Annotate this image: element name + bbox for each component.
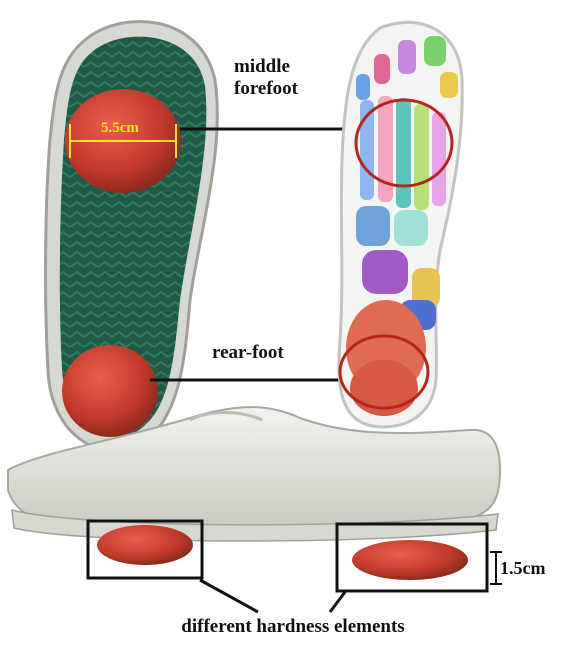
side-rearfoot-element <box>352 540 468 580</box>
rearfoot-element <box>62 345 158 437</box>
middle-label-line1: middle <box>234 56 298 78</box>
rear-foot-label: rear-foot <box>212 342 284 364</box>
middle-forefoot-label: middle forefoot <box>234 56 298 100</box>
figure-caption: different hardness elements <box>0 616 586 638</box>
caption-pointer-left <box>200 580 258 612</box>
caption-pointer-right <box>330 592 345 612</box>
side-forefoot-element <box>97 525 193 565</box>
middle-label-line2: forefoot <box>234 78 298 100</box>
height-label: 1.5cm <box>500 558 545 579</box>
foot-bone-model <box>339 22 462 426</box>
diameter-label: 5.5cm <box>101 120 139 137</box>
